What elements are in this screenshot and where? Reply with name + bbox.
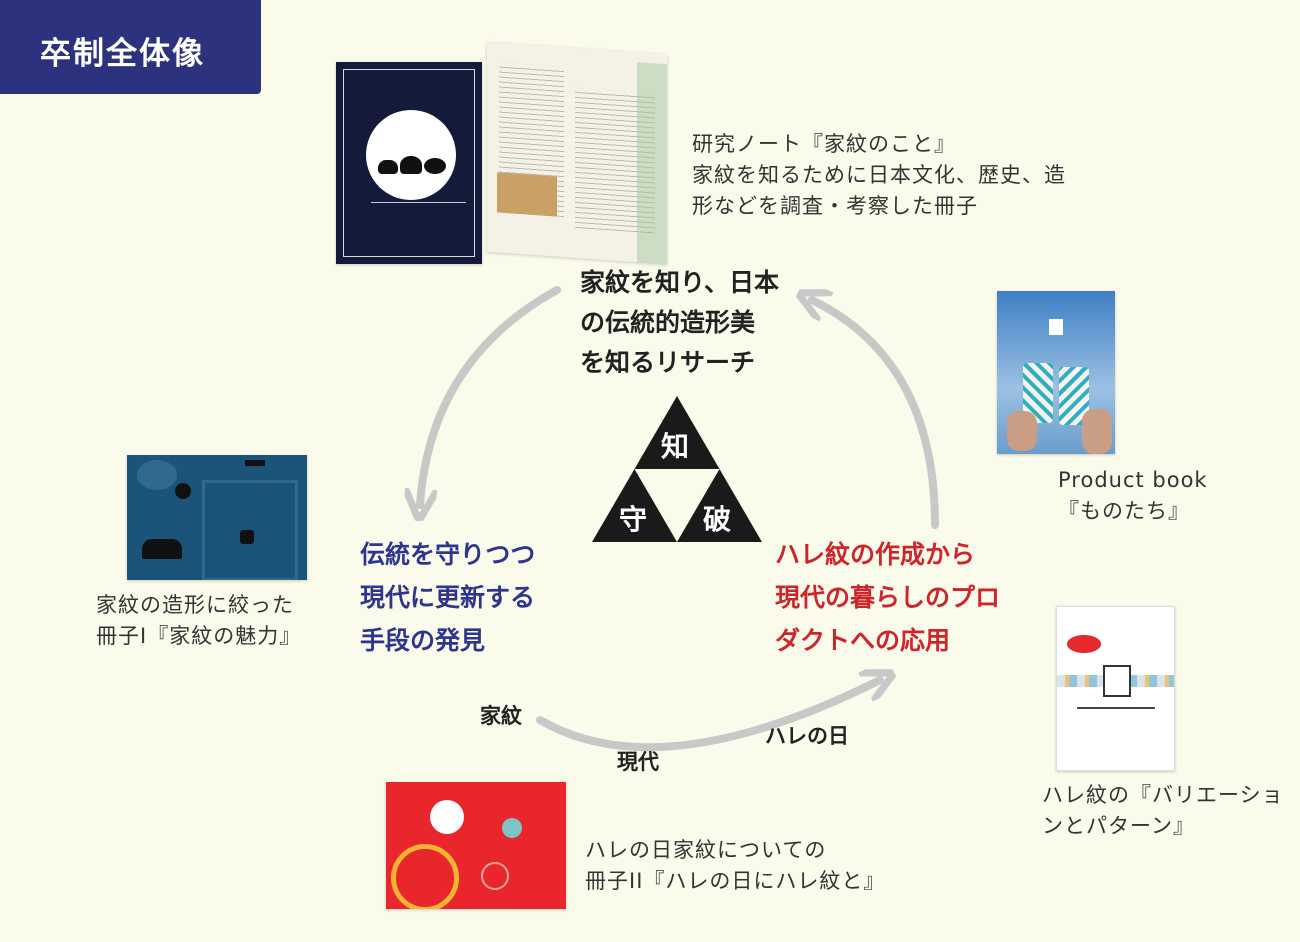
booklet1-cover	[127, 455, 307, 580]
phase-research: 家紋を知り、日本 の伝統的造形美 を知るリサーチ	[580, 268, 780, 377]
arrow-discovery-to-application	[536, 680, 880, 752]
arc-label-kamon: 家紋	[480, 704, 522, 728]
triangle-label-left: 守	[619, 503, 648, 536]
arc-label-hare: ハレの日	[765, 724, 849, 748]
research-note-cover	[336, 62, 482, 264]
product-book-cover	[997, 291, 1115, 454]
phase-application: ハレ紋の作成から 現代の暮らしのプロ ダクトへの応用	[775, 540, 1001, 655]
research-note-spread	[487, 41, 667, 265]
triangle-label-right: 破	[703, 503, 732, 536]
arrow-research-to-discovery	[420, 286, 561, 505]
caption-variation: ハレ紋の『バリエーショ ンとパターン』	[1042, 783, 1284, 838]
caption-booklet2: ハレの日家紋についての 冊子II『ハレの日にハレ紋と』	[585, 838, 886, 893]
variation-book-cover	[1056, 606, 1175, 771]
shu-ha-ri-triangle	[592, 396, 762, 542]
page-title: 卒制全体像	[40, 36, 205, 72]
phase-discovery: 伝統を守りつつ 現代に更新する 手段の発見	[360, 540, 536, 655]
arc-label-gendai: 現代	[617, 750, 659, 774]
caption-booklet1: 家紋の造形に絞った 冊子I『家紋の魅力』	[96, 593, 302, 648]
booklet2-cover	[386, 782, 566, 909]
arrow-application-to-research	[812, 300, 939, 529]
title-banner: 卒制全体像	[0, 0, 261, 94]
triangle-label-top: 知	[661, 430, 690, 463]
caption-product-book: Product book 『ものたち』	[1058, 468, 1208, 523]
caption-research-note: 研究ノート『家紋のこと』 家紋を知るために日本文化、歴史、造 形などを調査・考察…	[692, 132, 1066, 218]
